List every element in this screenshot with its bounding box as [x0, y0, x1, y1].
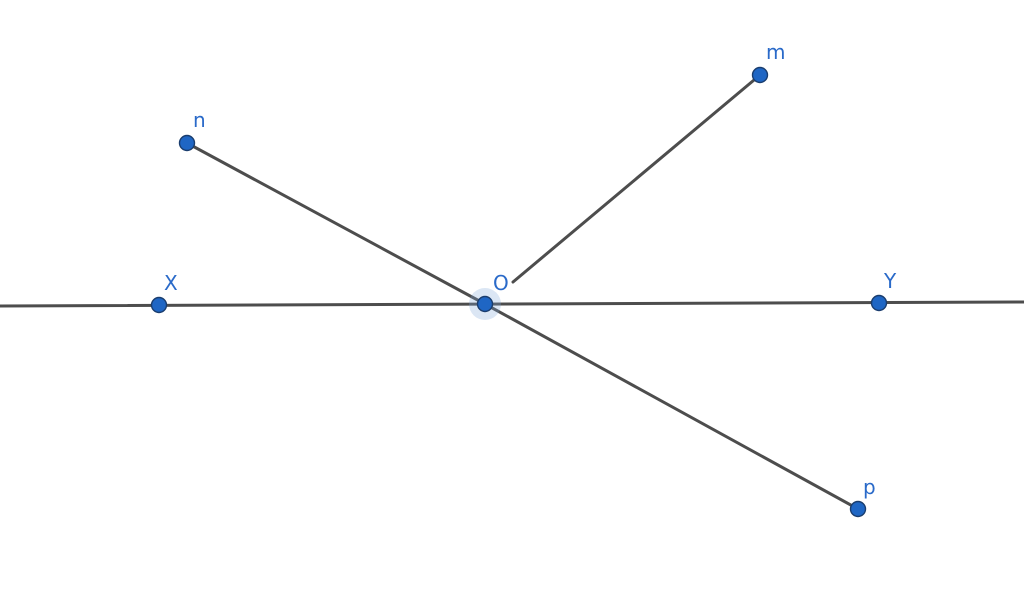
- point-p[interactable]: [849, 500, 867, 518]
- point-label-n[interactable]: n: [193, 108, 206, 132]
- point-label-m[interactable]: m: [766, 40, 785, 64]
- point-label-o[interactable]: O: [493, 271, 509, 295]
- point-label-y[interactable]: Y: [883, 269, 897, 293]
- point-o[interactable]: [476, 295, 494, 313]
- point-label-p[interactable]: p: [863, 475, 876, 499]
- line-xy[interactable]: [0, 300, 1024, 308]
- point-x[interactable]: [150, 296, 168, 314]
- segment-om[interactable]: [511, 73, 762, 284]
- point-label-x[interactable]: X: [164, 271, 178, 295]
- segment-op[interactable]: [483, 302, 860, 511]
- segment-on[interactable]: [185, 141, 487, 306]
- point-m[interactable]: [751, 66, 769, 84]
- point-n[interactable]: [178, 134, 196, 152]
- point-y[interactable]: [870, 294, 888, 312]
